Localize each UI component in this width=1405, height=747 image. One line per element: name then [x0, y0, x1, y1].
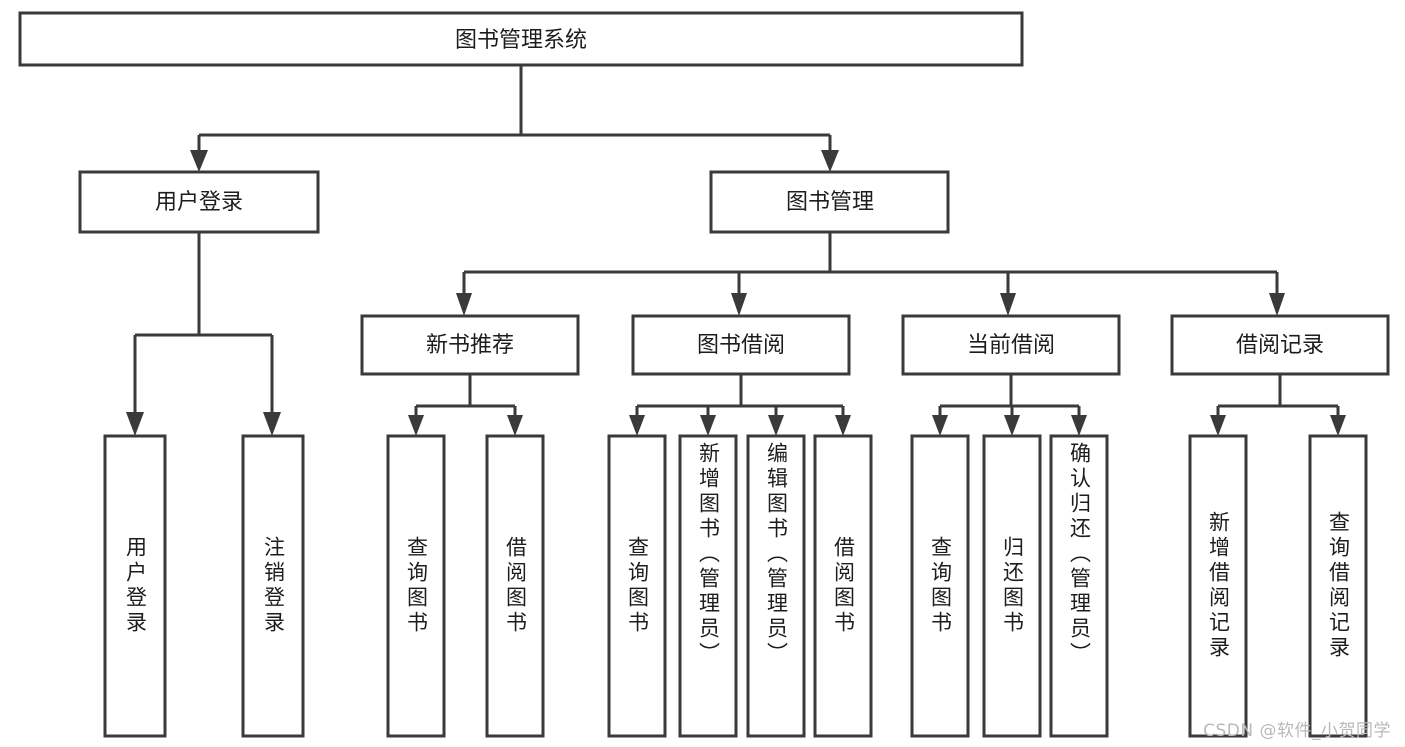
arrow-head-user-login: [190, 150, 208, 172]
node-borrow-record-label: 借阅记录: [1236, 333, 1324, 358]
arrow-head-leaf-user-login: [126, 412, 144, 436]
arrow-head-leaf-confirm-return: [1071, 415, 1087, 436]
node-current-borrow[interactable]: 当前借阅: [901, 314, 1121, 376]
node-new-book-rec[interactable]: 新书推荐: [360, 314, 580, 376]
arrow-head-leaf-return-book: [1004, 415, 1020, 436]
arrow-head-leaf-borrow-book-2: [835, 415, 851, 436]
arrow-head-leaf-add-record: [1210, 415, 1226, 436]
leaf-box-layer: [103, 434, 1368, 738]
node-leaf-add-book-admin-box[interactable]: [678, 434, 738, 738]
connector-layer: [126, 65, 1346, 436]
node-book-manage[interactable]: 图书管理: [709, 170, 950, 234]
node-book-borrow[interactable]: 图书借阅: [631, 314, 851, 376]
node-borrow-record-box[interactable]: [1170, 314, 1390, 376]
node-leaf-return-book-box[interactable]: [982, 434, 1042, 738]
csdn-watermark: CSDN @软件_小贺同学: [1203, 721, 1391, 741]
node-root-label: 图书管理系统: [455, 28, 587, 53]
arrow-head-book-manage: [821, 150, 839, 172]
node-leaf-query-book-3-box[interactable]: [910, 434, 970, 738]
arrow-head-leaf-query-book-1: [408, 415, 424, 436]
node-leaf-add-record-box[interactable]: [1188, 434, 1248, 738]
arrow-head-leaf-borrow-book-1: [507, 415, 523, 436]
node-book-manage-box[interactable]: [709, 170, 950, 234]
arrow-head-leaf-add-book-admin: [700, 415, 716, 436]
arrow-head-leaf-query-book-2: [629, 415, 645, 436]
arrow-head-leaf-query-book-3: [932, 415, 948, 436]
node-leaf-user-login-box[interactable]: [103, 434, 167, 738]
node-leaf-borrow-book-1-box[interactable]: [485, 434, 545, 738]
node-root[interactable]: 图书管理系统: [18, 11, 1024, 67]
node-new-book-rec-label: 新书推荐: [426, 333, 514, 358]
node-user-login[interactable]: 用户登录: [78, 170, 320, 234]
arrow-head-leaf-logout: [263, 412, 281, 436]
node-leaf-query-book-1-box[interactable]: [386, 434, 446, 738]
node-leaf-logout-box[interactable]: [241, 434, 305, 738]
node-current-borrow-box[interactable]: [901, 314, 1121, 376]
arrow-head-current-borrow: [1000, 293, 1016, 316]
node-leaf-query-book-2-box[interactable]: [607, 434, 667, 738]
node-book-manage-label: 图书管理: [786, 190, 874, 215]
arrow-head-leaf-edit-book-admin: [768, 415, 784, 436]
node-leaf-borrow-book-2-box[interactable]: [813, 434, 873, 738]
arrow-head-borrow-record: [1269, 293, 1285, 316]
arrow-head-new-book-rec: [456, 293, 472, 316]
node-borrow-record[interactable]: 借阅记录: [1170, 314, 1390, 376]
node-root-box[interactable]: [18, 11, 1024, 67]
arrow-head-book-borrow: [731, 293, 747, 316]
node-book-borrow-box[interactable]: [631, 314, 851, 376]
node-current-borrow-label: 当前借阅: [967, 333, 1055, 358]
node-leaf-confirm-return-box[interactable]: [1049, 434, 1109, 738]
node-book-borrow-label: 图书借阅: [697, 333, 785, 358]
node-new-book-rec-box[interactable]: [360, 314, 580, 376]
node-user-login-label: 用户登录: [155, 190, 243, 215]
arrow-head-leaf-query-record: [1330, 415, 1346, 436]
node-leaf-edit-book-admin-box[interactable]: [746, 434, 806, 738]
node-user-login-box[interactable]: [78, 170, 320, 234]
node-leaf-query-record-box[interactable]: [1308, 434, 1368, 738]
